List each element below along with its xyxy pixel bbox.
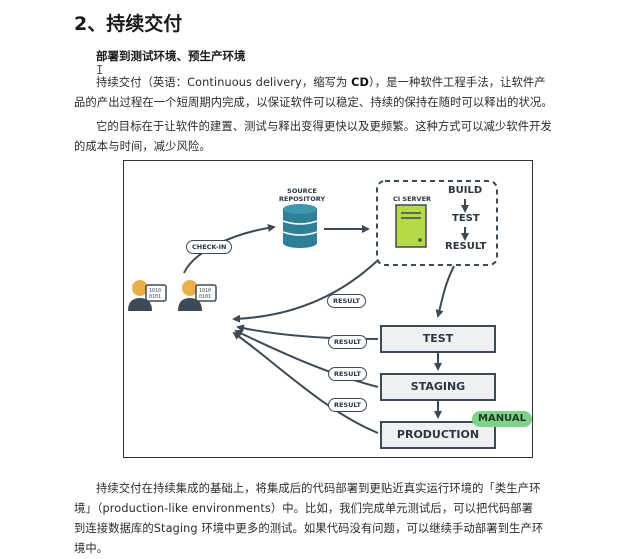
developer-icon: 1010 0101: [128, 280, 167, 311]
continuous-delivery-diagram: 1010 0101 1010 0101: [123, 160, 533, 458]
check-in-pill: CHECK-IN: [186, 240, 233, 254]
source-repository-label-line1: SOURCE: [287, 187, 317, 195]
svg-text:0101: 0101: [199, 294, 211, 300]
page-title: 2、持续交付: [74, 13, 183, 35]
section-subheading: 部署到测试环境、预生产环境: [96, 49, 246, 63]
paragraph-definition-after: ），是一种软件工程手法，让软件产品的产出过程在一个短周期内完成，以保证软件可以稳…: [74, 76, 553, 109]
paragraph-explanation: 持续交付在持续集成的基础上，将集成后的代码部署到更贴近真实运行环境的「类生产环境…: [74, 482, 544, 555]
source-repository-label-line2: REPOSITORY: [278, 195, 326, 203]
source-repository-label: SOURCE REPOSITORY: [272, 187, 332, 203]
result-pill: RESULT: [328, 335, 367, 349]
result-pill: RESULT: [328, 398, 367, 412]
svg-text:1010: 1010: [149, 288, 161, 294]
svg-text:1010: 1010: [199, 288, 211, 294]
ci-result-label: RESULT: [445, 241, 487, 252]
svg-text:0101: 0101: [149, 294, 161, 300]
cd-abbreviation: CD: [351, 76, 369, 89]
ci-test-label: TEST: [452, 213, 480, 224]
diagram-canvas: 1010 0101 1010 0101: [128, 180, 498, 434]
stage-test-box: TEST: [380, 325, 496, 353]
text-cursor-icon: I: [96, 63, 104, 77]
server-icon: [395, 204, 427, 248]
manual-badge: MANUAL: [472, 411, 532, 427]
stage-staging-box: STAGING: [380, 373, 496, 401]
result-pill: RESULT: [327, 294, 366, 308]
build-label: BUILD: [448, 185, 483, 196]
ci-server-label: CI SERVER: [392, 195, 432, 203]
developer-icon: 1010 0101: [178, 280, 217, 311]
paragraph-definition: 持续交付（英语：Continuous delivery，缩写为 CD），是一种软…: [74, 73, 554, 113]
paragraph-goal: 它的目标在于让软件的建置、测试与释出变得更快以及更频繁。这种方式可以减少软件开发…: [74, 120, 552, 153]
database-icon: [282, 204, 318, 248]
paragraph-definition-before: 持续交付（英语：Continuous delivery，缩写为: [96, 76, 352, 89]
result-pill: RESULT: [328, 367, 367, 381]
